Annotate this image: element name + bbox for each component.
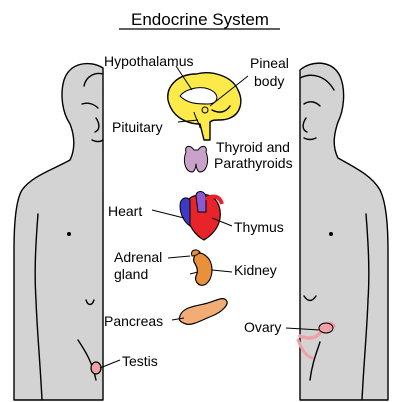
label-pancreas: Pancreas bbox=[104, 313, 163, 329]
female-nipple bbox=[329, 232, 333, 236]
brain-organ bbox=[167, 72, 242, 141]
heart-vein bbox=[179, 197, 191, 227]
label-kidney: Kidney bbox=[234, 262, 277, 278]
label-adrenal-line2: gland bbox=[114, 266, 148, 282]
pituitary-stalk bbox=[193, 111, 201, 129]
leader-pineal bbox=[209, 75, 249, 107]
kidney-organ bbox=[189, 249, 213, 286]
female-nose bbox=[302, 117, 308, 133]
ovary-organ bbox=[318, 322, 334, 334]
leader-pancreas bbox=[171, 317, 185, 321]
label-thyroid-line2: Parathyroids bbox=[214, 155, 293, 171]
label-thyroid-line1: Thyroid and bbox=[216, 139, 290, 155]
brain-fold bbox=[211, 105, 231, 113]
leader-hypothalamus bbox=[175, 65, 193, 91]
heart-vessel bbox=[195, 191, 207, 213]
male-figure bbox=[13, 62, 104, 401]
thyroid-organ bbox=[183, 145, 209, 173]
pancreas-organ bbox=[178, 298, 228, 325]
label-pineal-line2: body bbox=[254, 73, 284, 89]
female-groin-line bbox=[309, 341, 321, 381]
female-mouth bbox=[303, 137, 317, 141]
testis-organ bbox=[90, 361, 102, 375]
uterus-shape bbox=[296, 338, 314, 360]
leader-heart bbox=[151, 209, 185, 219]
label-adrenal-line1: Adrenal bbox=[114, 249, 162, 265]
female-arm-line bbox=[361, 213, 370, 401]
male-nose bbox=[94, 117, 100, 133]
leader-thymus bbox=[211, 217, 233, 227]
male-groin-line bbox=[77, 339, 97, 381]
female-navel bbox=[303, 295, 317, 302]
leader-adrenal bbox=[167, 255, 191, 259]
label-heart: Heart bbox=[108, 203, 142, 219]
page-title: Endocrine System bbox=[131, 10, 269, 29]
leader-testis bbox=[99, 359, 121, 369]
heart-organ bbox=[179, 191, 224, 241]
label-testis: Testis bbox=[122, 353, 158, 369]
female-body-silhouette bbox=[299, 62, 389, 401]
brain-highlight bbox=[179, 87, 218, 105]
heart-aorta bbox=[204, 194, 224, 205]
label-ovary: Ovary bbox=[244, 319, 281, 335]
kidney-vessel bbox=[189, 271, 199, 275]
adrenal-organ bbox=[191, 249, 201, 257]
leader-ovary bbox=[285, 327, 321, 331]
leader-lines bbox=[99, 65, 321, 369]
leader-pituitary bbox=[177, 119, 199, 123]
female-hairline bbox=[299, 74, 335, 91]
label-hypothalamus: Hypothalamus bbox=[104, 53, 194, 69]
label-thymus: Thymus bbox=[234, 219, 284, 235]
female-figure bbox=[296, 62, 389, 401]
leader-kidney bbox=[211, 269, 233, 273]
male-navel bbox=[85, 299, 95, 306]
male-eye bbox=[81, 102, 99, 109]
pineal-gland bbox=[201, 106, 209, 114]
male-arm-line bbox=[34, 213, 43, 401]
male-nipple bbox=[67, 232, 71, 236]
male-hairline bbox=[83, 72, 104, 87]
label-pituitary: Pituitary bbox=[112, 119, 163, 135]
label-pineal-line1: Pineal bbox=[250, 55, 289, 71]
male-mouth bbox=[91, 139, 104, 143]
female-eye bbox=[303, 101, 321, 107]
male-body-silhouette bbox=[13, 62, 104, 401]
